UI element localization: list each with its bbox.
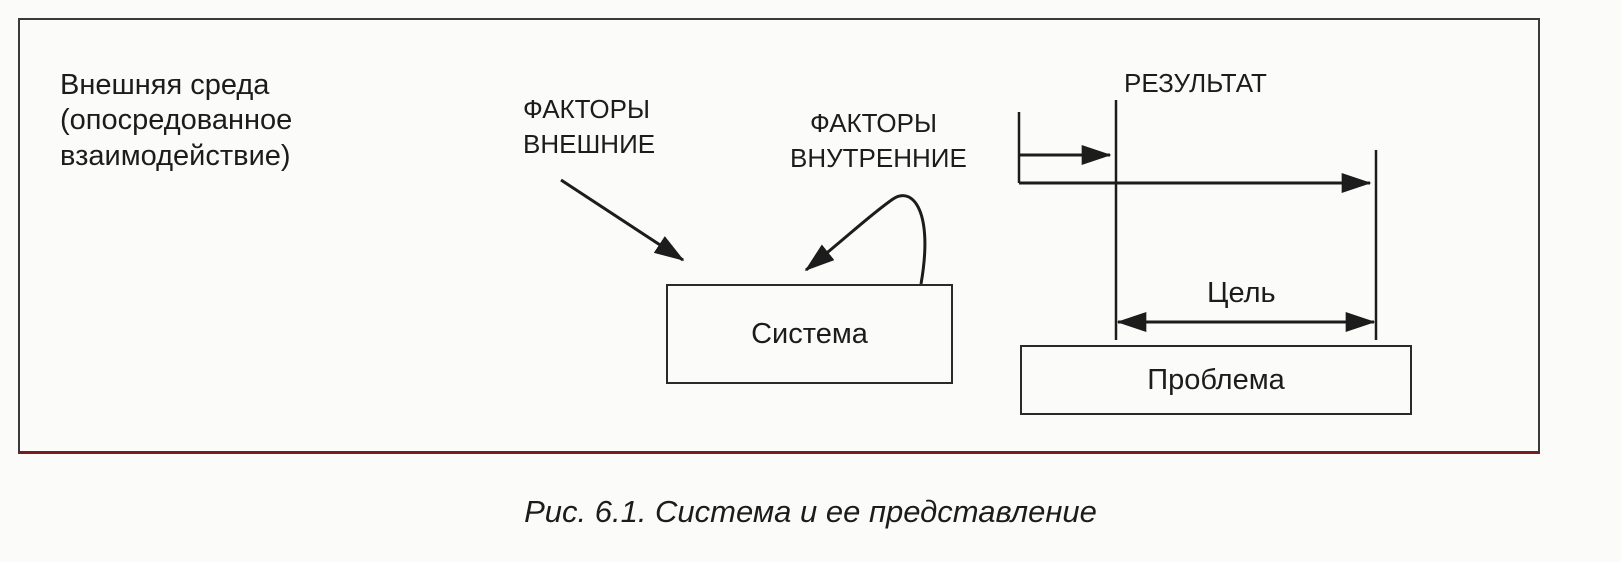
environment-label: Внешняя среда (опосредованное взаимодейс…: [60, 68, 292, 174]
external-factors-arrow: [560, 178, 685, 262]
result-label: РЕЗУЛЬТАТ: [1124, 68, 1267, 98]
internal-factors-label-line: ВНУТРЕННИЕ: [790, 143, 967, 174]
environment-label-line: Внешняя среда: [60, 69, 270, 101]
problem-box: Проблема: [1020, 345, 1412, 415]
environment-label-line: (опосредованное: [60, 104, 293, 137]
system-label: Система: [751, 317, 868, 350]
external-factors-label: ФАКТОРЫ ВНЕШНИЕ: [523, 92, 655, 162]
system-box: Система: [666, 284, 953, 384]
internal-factors-arrow: [804, 194, 927, 285]
figure-caption: Рис. 6.1. Система и ее представление: [524, 494, 1097, 529]
internal-factors-label: ФАКТОРЫ ВНУТРЕННИЕ: [790, 106, 967, 176]
problem-label: Проблема: [1147, 363, 1285, 396]
external-factors-label-line: ФАКТОРЫ: [523, 94, 650, 124]
internal-factors-label-line: ФАКТОРЫ: [810, 108, 937, 138]
goal-label: Цель: [1207, 277, 1276, 309]
external-factors-label-line: ВНЕШНИЕ: [523, 129, 656, 160]
environment-label-line: взаимодействие): [60, 139, 291, 172]
figure-frame: [18, 18, 1540, 454]
